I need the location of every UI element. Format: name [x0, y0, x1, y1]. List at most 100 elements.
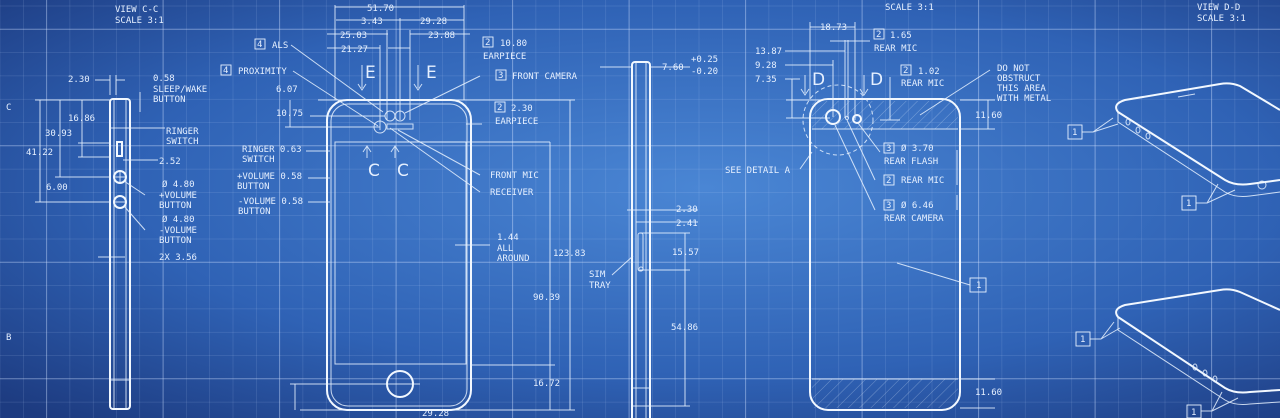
label-als: ALS	[272, 41, 288, 51]
margin-letter-c: C	[6, 103, 11, 113]
note-number-rear-flash: 3	[886, 144, 891, 154]
label-around: AROUND	[497, 254, 530, 264]
note-number-iso-3: 1	[1080, 335, 1085, 345]
note-number-rear-mic-3: 2	[886, 176, 891, 186]
front-view: 51.70 3.43 29.28 25.03 23.88 21.27 4 ALS…	[220, 4, 586, 418]
dim-6-00: 6.00	[46, 183, 68, 193]
side-view-sim: 7.60 +0.25 -0.20 2.30 2.41 15.57 SIM TRA…	[589, 55, 718, 418]
view-title-dd: VIEW D-D	[1197, 3, 1240, 13]
label-rear-flash: REAR FLASH	[884, 157, 938, 167]
note-number-rear-mic: 2	[876, 30, 881, 40]
label-vol-dn: -VOLUME	[159, 226, 197, 236]
dim-3-43: 3.43	[361, 17, 383, 27]
dim-11-60: 11.60	[975, 111, 1002, 121]
label-front-camera: FRONT CAMERA	[512, 72, 578, 82]
margin-letter-b: B	[6, 333, 11, 343]
label-earpiece: EARPIECE	[483, 52, 526, 62]
label-ringer-switch-front: RINGER 0.63	[242, 145, 302, 155]
note-with-metal: WITH METAL	[997, 94, 1051, 104]
label-all: ALL	[497, 244, 513, 254]
note-number-iso-1: 1	[1072, 128, 1077, 138]
label-ringer-switch: SWITCH	[166, 137, 199, 147]
section-mark-d: D	[812, 70, 825, 90]
dim-16-86: 16.86	[68, 114, 95, 124]
dim-16-72: 16.72	[533, 379, 560, 389]
dim-2x-3-56: 2X 3.56	[159, 253, 197, 263]
label-sleep-wake-button: BUTTON	[153, 95, 186, 105]
dim-51-70: 51.70	[367, 4, 394, 14]
section-mark-c: C	[397, 161, 409, 181]
label-earpiece-2: EARPIECE	[495, 117, 538, 127]
label-vol-up-front-2: BUTTON	[237, 182, 270, 192]
dim-30-93: 30.93	[45, 129, 72, 139]
dim-11-60-bottom: 11.60	[975, 388, 1002, 398]
note-number-earpiece: 2	[485, 38, 490, 48]
note-number-iso-4: 1	[1191, 408, 1196, 418]
note-obstruct: OBSTRUCT	[997, 74, 1041, 84]
dim-0-58: 0.58	[153, 74, 175, 84]
dim-6-07: 6.07	[276, 85, 298, 95]
dim-90-39: 90.39	[533, 293, 560, 303]
note-number-earpiece-2: 2	[497, 103, 502, 113]
label-front-mic: FRONT MIC	[490, 171, 539, 181]
dim-25-03: 25.03	[340, 31, 367, 41]
view-scale: SCALE 3:1	[115, 16, 164, 26]
section-mark-d: D	[870, 70, 883, 90]
dim-23-88: 23.88	[428, 31, 455, 41]
dim-6-46: Ø 6.46	[901, 200, 934, 211]
tolerance-minus: -0.20	[691, 67, 718, 77]
dim-15-57: 15.57	[672, 248, 699, 258]
tolerance-plus: +0.25	[691, 55, 718, 65]
section-mark-e: E	[426, 63, 437, 83]
back-view: SCALE 3:1 D D 18.73 13.87 9.28 7.35 2 1.…	[725, 3, 1051, 411]
label-vol-up-button: BUTTON	[159, 201, 192, 211]
section-mark-c: C	[368, 161, 380, 181]
label-rear-camera: REAR CAMERA	[884, 214, 944, 224]
label-see-detail-a: SEE DETAIL A	[725, 166, 791, 176]
note-number-front-camera: 3	[498, 71, 503, 81]
note-number-proximity: 4	[223, 66, 228, 76]
side-view-cc: VIEW C-C SCALE 3:1 2.30 0.58 SLEEP/WAKE …	[26, 5, 207, 410]
view-scale-dd: SCALE 3:1	[1197, 14, 1246, 24]
note-number-als: 4	[257, 40, 262, 50]
dim-29-28-bottom: 29.28	[422, 409, 449, 418]
label-sim-tray: TRAY	[589, 281, 611, 291]
dim-2-52: 2.52	[159, 157, 181, 167]
note-number-rear-camera: 3	[886, 201, 891, 211]
dim-7-35: 7.35	[755, 75, 777, 85]
dim-2-30-mid: 2.30	[676, 205, 698, 215]
label-vol-up-front: +VOLUME 0.58	[237, 172, 302, 182]
isometric-views: VIEW D-D SCALE 3:1 1 1 1 1	[1067, 3, 1280, 418]
dim-1-02: 1.02	[918, 67, 940, 77]
dim-1-65: 1.65	[890, 31, 912, 41]
label-vol-dn-front: -VOLUME 0.58	[238, 197, 303, 207]
section-mark-e: E	[365, 63, 376, 83]
note-this-area: THIS AREA	[997, 84, 1046, 94]
dim-18-73: 18.73	[820, 23, 847, 33]
dim-54-86: 54.86	[671, 323, 698, 333]
dim-10-80: 10.80	[500, 39, 527, 49]
note-number-rear-mic-2: 2	[903, 66, 908, 76]
note-number-iso-2: 1	[1186, 199, 1191, 209]
label-receiver: RECEIVER	[490, 188, 534, 198]
dim-1-44: 1.44	[497, 233, 519, 243]
dim-2-41: 2.41	[676, 219, 698, 229]
label-vol-up: +VOLUME	[159, 191, 197, 201]
dim-vol-dn-dia: Ø 4.80	[162, 214, 195, 225]
dim-3-70: Ø 3.70	[901, 143, 934, 154]
dim-29-28: 29.28	[420, 17, 447, 27]
label-rear-mic: REAR MIC	[874, 44, 917, 54]
dim-123-83: 123.83	[553, 249, 586, 259]
label-rear-mic-2: REAR MIC	[901, 79, 944, 89]
dim-21-27: 21.27	[341, 45, 368, 55]
dim-41-22: 41.22	[26, 148, 53, 158]
dim-13-87: 13.87	[755, 47, 782, 57]
label-sim: SIM	[589, 270, 606, 280]
note-number-ref: 1	[976, 281, 981, 291]
dim-7-60: 7.60	[662, 63, 684, 73]
view-title: VIEW C-C	[115, 5, 158, 15]
label-ringer: RINGER	[166, 127, 199, 137]
dim-2-30: 2.30	[511, 104, 533, 114]
